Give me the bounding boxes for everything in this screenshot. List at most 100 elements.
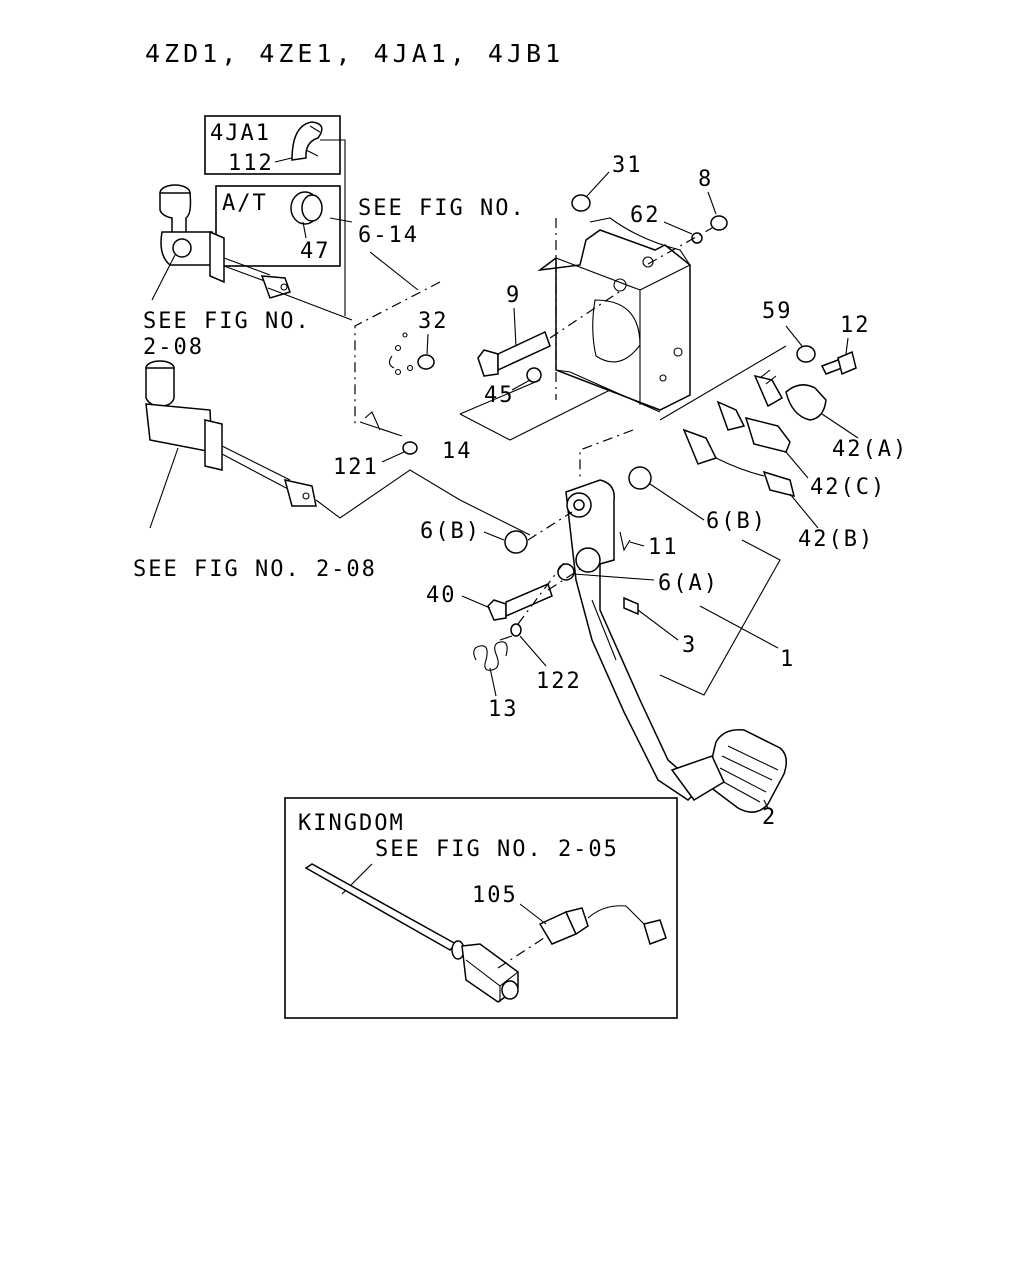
part-6a-bushing	[557, 563, 575, 581]
axis-122	[517, 559, 567, 625]
leader-13	[489, 667, 497, 697]
ref-fig-6-14-a: SEE FIG NO.	[358, 196, 526, 221]
part-6b-bushing-right	[628, 466, 652, 490]
callout-59: 59	[762, 299, 793, 324]
part-13-spring	[473, 635, 513, 671]
part-42b-switch	[682, 428, 796, 498]
leader-6a	[573, 573, 655, 581]
leader-62	[663, 221, 693, 235]
leader-32	[426, 333, 429, 355]
inset-kingdom-ref: SEE FIG NO. 2-05	[375, 837, 619, 862]
part-121-pin	[359, 411, 418, 455]
callout-11: 11	[648, 535, 679, 560]
leader-3	[637, 609, 679, 641]
callout-42c: 42(C)	[810, 475, 886, 500]
pedal-arm	[565, 479, 702, 801]
ref-fig-2-08-upper-b: 2-08	[143, 335, 204, 360]
callout-8: 8	[698, 167, 713, 192]
part-42a-switch	[753, 369, 827, 421]
callout-42b: 42(B)	[798, 527, 874, 552]
leader-47	[302, 221, 307, 239]
leader-105	[519, 903, 547, 925]
inset-4ja1-label: 4JA1	[210, 121, 271, 146]
leader-11	[629, 541, 645, 547]
callout-42a: 42(A)	[832, 437, 908, 462]
part-9-bolt	[477, 330, 551, 377]
part-59-nut	[796, 345, 816, 363]
leader-inset-47	[329, 217, 353, 223]
callout-122: 122	[536, 669, 582, 694]
leader-40	[461, 595, 491, 609]
callout-40: 40	[426, 583, 457, 608]
inset-kingdom-box	[284, 797, 678, 1019]
leader-2	[763, 799, 769, 809]
callout-3: 3	[682, 633, 697, 658]
part-42c-switch	[716, 400, 791, 453]
part-8-nut	[710, 215, 728, 231]
axis-9	[549, 289, 623, 339]
leader-1	[699, 605, 779, 649]
part-31-nut	[571, 194, 591, 212]
leader-45	[511, 379, 531, 391]
inset-at-box	[215, 185, 341, 267]
callout-47: 47	[300, 239, 331, 264]
leader-12	[845, 337, 849, 355]
leader-59-axis	[659, 345, 787, 421]
callout-13: 13	[488, 697, 519, 722]
lower-master-cylinder	[145, 360, 317, 507]
callout-105: 105	[472, 883, 518, 908]
part-kingdom-rod	[304, 863, 519, 1003]
callout-112: 112	[228, 151, 274, 176]
part-40-bolt	[487, 582, 553, 621]
leader-6b-right	[649, 483, 705, 521]
leader-42c	[785, 451, 809, 479]
leader-1-bracket	[659, 539, 781, 696]
callout-121: 121	[333, 455, 379, 480]
part-105-switch	[538, 905, 667, 945]
leader-8	[707, 191, 717, 215]
leader-lower-cyl	[149, 447, 179, 529]
ref-fig-2-08-lower: SEE FIG NO. 2-08	[133, 557, 377, 582]
callout-32: 32	[418, 309, 449, 334]
pedal-bracket	[537, 217, 691, 413]
leader-42b	[789, 493, 819, 529]
leader-upper-cyl	[151, 254, 176, 301]
callout-12: 12	[840, 313, 871, 338]
axis-105	[497, 937, 545, 969]
leader-59	[785, 325, 803, 347]
part-112-clip	[291, 121, 323, 161]
leader-121	[381, 451, 405, 463]
part-2-pedal-pad	[670, 729, 787, 813]
part-3-stopper	[623, 596, 639, 616]
part-62-washer	[691, 232, 703, 244]
ref-fig-6-14-b: 6-14	[358, 223, 419, 248]
callout-45: 45	[484, 383, 515, 408]
leader-14	[459, 389, 611, 441]
callout-2: 2	[762, 805, 777, 830]
part-47-bushing	[290, 191, 323, 225]
ref-fig-2-08-upper-a: SEE FIG NO.	[143, 309, 311, 334]
axis-40	[547, 567, 583, 591]
leader-122	[519, 635, 547, 667]
callout-31: 31	[612, 153, 643, 178]
page-title: 4ZD1, 4ZE1, 4JA1, 4JB1	[145, 39, 564, 68]
leader-upper-rod	[267, 287, 353, 321]
part-11-clip	[619, 531, 631, 552]
leader-42a	[821, 413, 859, 439]
callout-6b-left: 6(B)	[420, 519, 481, 544]
leader-fig-6-14	[369, 251, 419, 291]
firewall-holes	[388, 332, 414, 376]
inset-at-label: A/T	[222, 191, 268, 216]
leader-9	[513, 307, 517, 347]
part-32-nut	[417, 354, 435, 370]
callout-62: 62	[630, 203, 661, 228]
part-12-bolt	[820, 350, 857, 376]
axis-6b-left	[527, 511, 573, 541]
firewall-outline	[354, 281, 441, 425]
leader-31	[586, 171, 610, 197]
leader-lower-rod	[315, 469, 531, 536]
inset-kingdom-label: KINGDOM	[298, 811, 405, 836]
leader-14-b	[459, 379, 541, 415]
